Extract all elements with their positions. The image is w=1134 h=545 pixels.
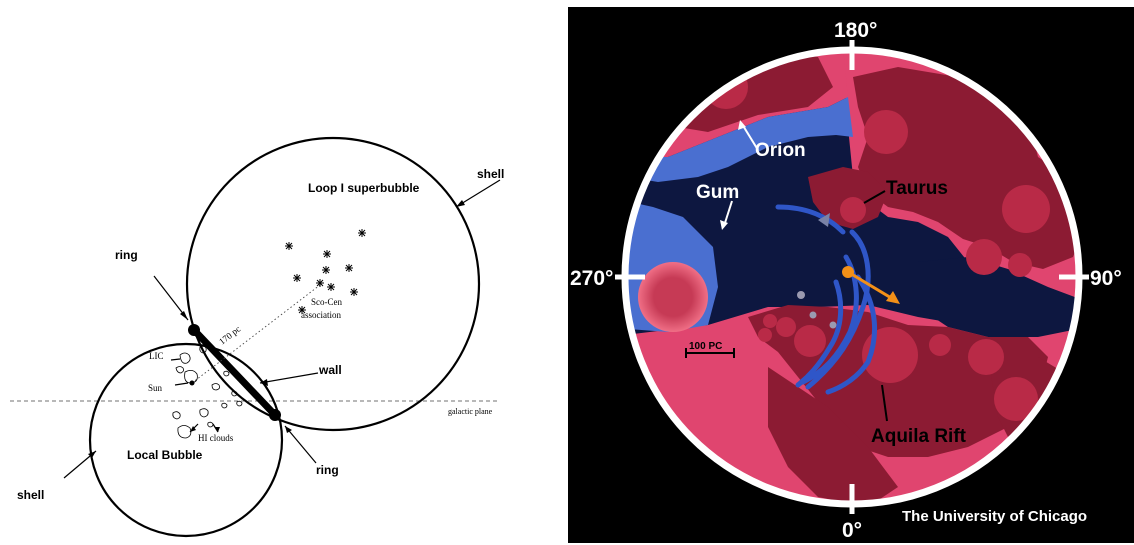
leader-lines [63,179,501,479]
gum-leader [723,200,733,227]
ring-top-marker [188,324,200,336]
gum-arrowhead [720,220,728,230]
sco-cen-label: Sco-Cen [311,297,342,307]
map-regions [625,50,1079,504]
arrowheads [88,200,465,458]
association-label: association [301,310,341,320]
distance-label: 170 pc [217,324,242,347]
angle-180-label: 180° [834,19,877,42]
aquila-leader [881,384,888,422]
orion-arrowhead [738,120,746,130]
shell-top-label: shell [477,167,504,181]
galactic-plane-label: galactic plane [448,407,493,416]
local-interstellar-map: 180° 270° 90° 0° Orion Gum Taurus Aquila… [568,7,1134,543]
angle-90-label: 90° [1090,267,1122,290]
orion-label: Orion [755,140,806,161]
ring-bottom-label: ring [316,463,339,477]
distance-line [191,284,321,384]
angle-0-label: 0° [842,519,862,542]
ring-bottom-marker [269,409,281,421]
taurus-leader [863,190,886,204]
loop-i-shell [185,136,481,432]
lic-label: LIC [149,351,164,361]
ring-top-label: ring [115,248,138,262]
sun-label: Sun [148,383,163,393]
sco-cen-stars [285,229,366,314]
diagram-svg: Loop I superbubble shell ring wall 170 p… [10,136,504,538]
sun-dot [189,380,195,386]
shell-bottom-label: shell [17,488,44,502]
gum-label: Gum [696,182,739,203]
local-bubble-shell [88,342,284,538]
angle-270-label: 270° [570,267,613,290]
wall-label: wall [318,363,342,377]
axis-ticks [615,40,1089,514]
credit-label: The University of Chicago [902,508,1087,525]
taurus-label: Taurus [886,178,948,199]
wall-segment [191,327,278,418]
scale-bar [685,348,735,358]
hi-cloud-shapes [172,345,243,439]
loop-i-label: Loop I superbubble [308,181,420,195]
orion-leader [741,123,759,151]
hi-clouds-label: HI clouds [198,433,234,443]
scale-label: 100 PC [689,341,722,352]
aquila-label: Aquila Rift [871,426,967,447]
map-svg: 180° 270° 90° 0° Orion Gum Taurus Aquila… [570,19,1122,542]
local-bubble-label: Local Bubble [127,448,203,462]
local-bubble-diagram: Loop I superbubble shell ring wall 170 p… [0,0,560,545]
